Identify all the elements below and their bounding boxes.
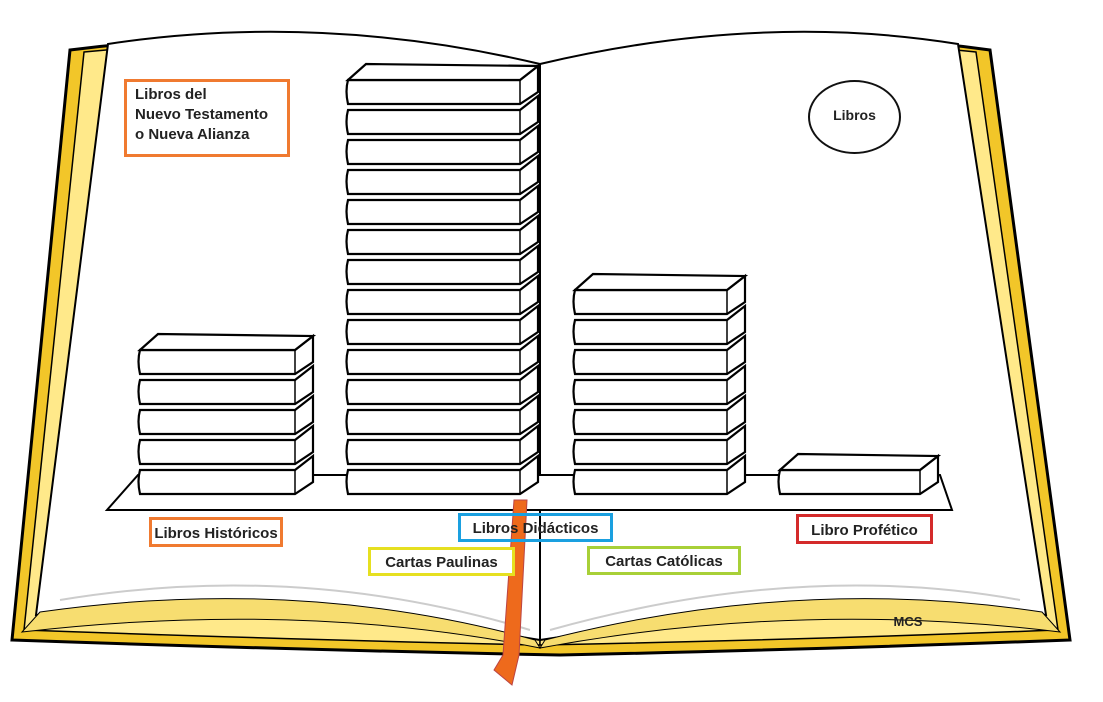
book-stack-2 (345, 62, 542, 496)
book-2-14 (345, 63, 540, 106)
book-2-12 (345, 123, 540, 166)
book-3-3 (572, 393, 747, 436)
book-stacks (137, 62, 942, 496)
book-1-1 (137, 453, 315, 496)
book-1-4 (137, 363, 315, 406)
label-cartas-catolicas: Cartas Católicas (587, 546, 741, 575)
book-3-7 (572, 273, 747, 316)
stack-top-cover-3 (572, 272, 749, 292)
book-3-4 (572, 363, 747, 406)
book-1-5 (137, 333, 315, 376)
book-2-11 (345, 153, 540, 196)
book-1-3 (137, 393, 315, 436)
stack-top-cover-2 (345, 62, 542, 82)
book-stack-4 (777, 452, 942, 496)
book-2-2 (345, 423, 540, 466)
book-2-6 (345, 303, 540, 346)
book-2-5 (345, 333, 540, 376)
book-3-5 (572, 333, 747, 376)
stack-top-cover-1 (137, 332, 317, 352)
book-stack-3 (572, 272, 749, 496)
title-line-1: Libros del (135, 86, 207, 103)
book-stack-1 (137, 332, 317, 496)
bookmark-ribbon (493, 499, 528, 686)
author-mark: MCS (893, 614, 923, 629)
legend-label: Libros (833, 107, 876, 123)
book-4-1 (777, 453, 940, 496)
title-line-2: Nuevo Testamento (135, 106, 269, 123)
label-cartas-paulinas: Cartas Paulinas (368, 547, 515, 576)
label-libros-historicos: Libros Históricos (149, 517, 283, 547)
book-3-2 (572, 423, 747, 466)
book-2-3 (345, 393, 540, 436)
book-2-10 (345, 183, 540, 226)
book-2-13 (345, 93, 540, 136)
label-libro-profetico: Libro Profético (796, 514, 933, 544)
book-1-2 (137, 423, 315, 466)
book-2-7 (345, 273, 540, 316)
book-2-8 (345, 243, 540, 286)
legend-ellipse: Libros (808, 80, 901, 154)
title-line-3: o Nueva Alianza (135, 126, 250, 143)
book-2-1 (345, 453, 540, 496)
stack-top-cover-4 (777, 452, 942, 472)
diagram-title: Libros del Nuevo Testamento o Nueva Alia… (124, 79, 290, 157)
book-2-9 (345, 213, 540, 256)
label-libros-didacticos: Libros Didácticos (458, 513, 613, 542)
book-3-1 (572, 453, 747, 496)
book-3-6 (572, 303, 747, 346)
book-2-4 (345, 363, 540, 406)
